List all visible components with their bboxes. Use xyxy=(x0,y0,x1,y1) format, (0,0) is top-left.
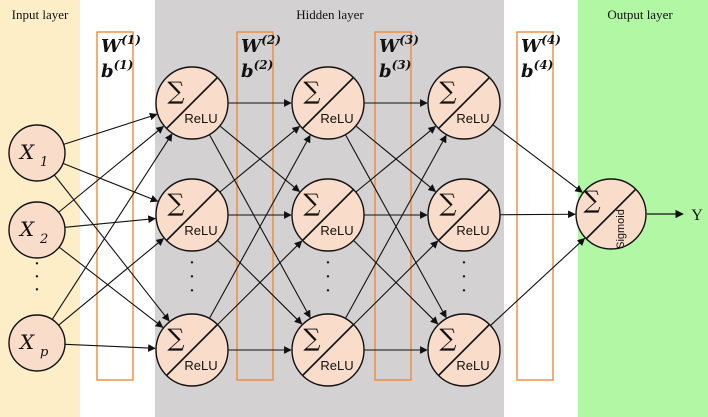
hidden-node-divider xyxy=(302,77,354,129)
hidden-sum-symbol: ∑ xyxy=(303,189,320,217)
ellipsis-dot: · xyxy=(34,266,41,288)
edge-input-1-h1-0 xyxy=(58,125,164,213)
edge-h3-2-output xyxy=(490,237,586,326)
hidden-node-divider xyxy=(166,324,218,376)
edge-h2-2-h3-1 xyxy=(353,240,439,326)
hidden-node-divider xyxy=(438,324,490,376)
weight-box-2 xyxy=(236,31,274,381)
hidden-node-divider xyxy=(302,189,354,241)
svg-text:1: 1 xyxy=(40,155,48,170)
edge-input-0-h1-2 xyxy=(53,174,170,322)
hidden-activation-label: ReLU xyxy=(320,223,353,238)
hidden-activation-label: ReLU xyxy=(184,358,217,373)
output-sum-symbol: ∑ xyxy=(583,186,600,214)
ellipsis-dot: · xyxy=(34,253,41,275)
edge-h2-2-h3-0 xyxy=(344,134,447,319)
input-node-p: X p xyxy=(8,314,66,372)
hidden-activation-label: ReLU xyxy=(456,111,489,126)
hidden-node-divider xyxy=(166,189,218,241)
input-node-2: X 2 xyxy=(8,201,66,259)
input-layer-label: Input layer xyxy=(12,7,69,22)
edge-input-2-h1-1 xyxy=(58,238,165,326)
hidden-node-l3-3: ∑ReLU xyxy=(427,313,501,387)
svg-text:p: p xyxy=(40,345,49,360)
output-activation-label: Sigmoid xyxy=(615,209,627,249)
ellipsis-dot: · xyxy=(189,280,196,302)
hidden-activation-label: ReLU xyxy=(320,111,353,126)
edge-input-0-h1-1 xyxy=(62,162,159,203)
hidden-node-l1-1: ∑ReLU xyxy=(155,66,229,140)
hidden-nodes: ∑ReLU∑ReLU∑ReLU∑ReLU∑ReLU∑ReLU∑ReLU∑ReLU… xyxy=(155,66,501,387)
edge-input-1-h1-2 xyxy=(58,246,164,328)
hidden-node-divider xyxy=(302,324,354,376)
edge-h2-1-h3-0 xyxy=(355,126,437,193)
weight-label-2: W(2) xyxy=(241,33,281,57)
weight-box-3 xyxy=(374,31,412,381)
edge-h3-1-output xyxy=(499,210,576,219)
edge-input-0-h1-0 xyxy=(63,112,158,145)
weight-label-1: W(1) xyxy=(101,33,141,57)
ellipsis-dot: · xyxy=(325,252,332,274)
svg-text:2: 2 xyxy=(39,232,48,247)
hidden-layer-label: Hidden layer xyxy=(296,7,364,22)
edge-h1-2-h2-1 xyxy=(217,240,303,326)
ellipsis-dot: · xyxy=(189,266,196,288)
edge-input-1-h1-1 xyxy=(64,215,156,228)
hidden-activation-label: ReLU xyxy=(320,358,353,373)
hidden-sum-symbol: ∑ xyxy=(439,189,456,217)
weight-label-4: W(4) xyxy=(521,33,561,57)
weight-boxes: W(1) b(1) W(2) b(2) W(3) b(3) W(4) b(4) xyxy=(96,31,561,381)
bias-label-3: b(3) xyxy=(379,58,411,82)
bias-label-2: b(2) xyxy=(241,58,273,82)
ellipsis-dot: · xyxy=(461,252,468,274)
ellipsis-dot: · xyxy=(325,280,332,302)
hidden-activation-label: ReLU xyxy=(184,223,217,238)
hidden-node-divider xyxy=(438,189,490,241)
edge-input-2-h1-0 xyxy=(51,133,173,320)
svg-text:X: X xyxy=(18,330,35,354)
weight-box-1 xyxy=(96,31,134,381)
hidden-sum-symbol: ∑ xyxy=(303,324,320,352)
ellipsis-dot: · xyxy=(34,279,41,301)
ellipsis-dot: · xyxy=(189,252,196,274)
hidden-node-l1-3: ∑ReLU xyxy=(155,313,229,387)
ellipsis-dot: · xyxy=(461,280,468,302)
hidden-node-l2-3: ∑ReLU xyxy=(291,313,365,387)
hidden-activation-label: ReLU xyxy=(184,111,217,126)
ellipsis-dot: · xyxy=(461,266,468,288)
edge-h3-0-output xyxy=(492,124,583,193)
input-node-1: X 1 xyxy=(8,124,66,182)
edge-h1-2-h2-0 xyxy=(208,134,311,319)
edge-h1-1-h2-0 xyxy=(219,126,301,193)
edge-input-2-h1-2 xyxy=(64,343,156,352)
hidden-node-l2-2: ∑ReLU xyxy=(291,178,365,252)
hidden-sum-symbol: ∑ xyxy=(167,324,184,352)
hidden-activation-label: ReLU xyxy=(456,358,489,373)
svg-text:X: X xyxy=(18,140,35,164)
hidden-node-l3-1: ∑ReLU xyxy=(427,66,501,140)
output-y-label: Y xyxy=(691,207,703,224)
hidden-activation-label: ReLU xyxy=(456,223,489,238)
ellipsis-dots: ············ xyxy=(34,252,468,302)
hidden-sum-symbol: ∑ xyxy=(167,77,184,105)
output-layer-label: Output layer xyxy=(607,7,673,22)
weight-box-4 xyxy=(516,31,554,381)
ellipsis-dot: · xyxy=(325,266,332,288)
hidden-sum-symbol: ∑ xyxy=(167,189,184,217)
bias-label-4: b(4) xyxy=(521,58,553,82)
hidden-sum-symbol: ∑ xyxy=(439,324,456,352)
hidden-sum-symbol: ∑ xyxy=(439,77,456,105)
hidden-sum-symbol: ∑ xyxy=(303,77,320,105)
output-node: ∑ Sigmoid xyxy=(575,178,647,250)
hidden-node-divider xyxy=(438,77,490,129)
connections xyxy=(51,99,586,354)
bias-label-1: b(1) xyxy=(101,58,133,82)
svg-text:X: X xyxy=(18,217,35,241)
hidden-node-l1-2: ∑ReLU xyxy=(155,178,229,252)
hidden-node-l3-2: ∑ReLU xyxy=(427,178,501,252)
weight-label-3: W(3) xyxy=(379,33,419,57)
hidden-node-divider xyxy=(166,77,218,129)
hidden-node-l2-1: ∑ReLU xyxy=(291,66,365,140)
